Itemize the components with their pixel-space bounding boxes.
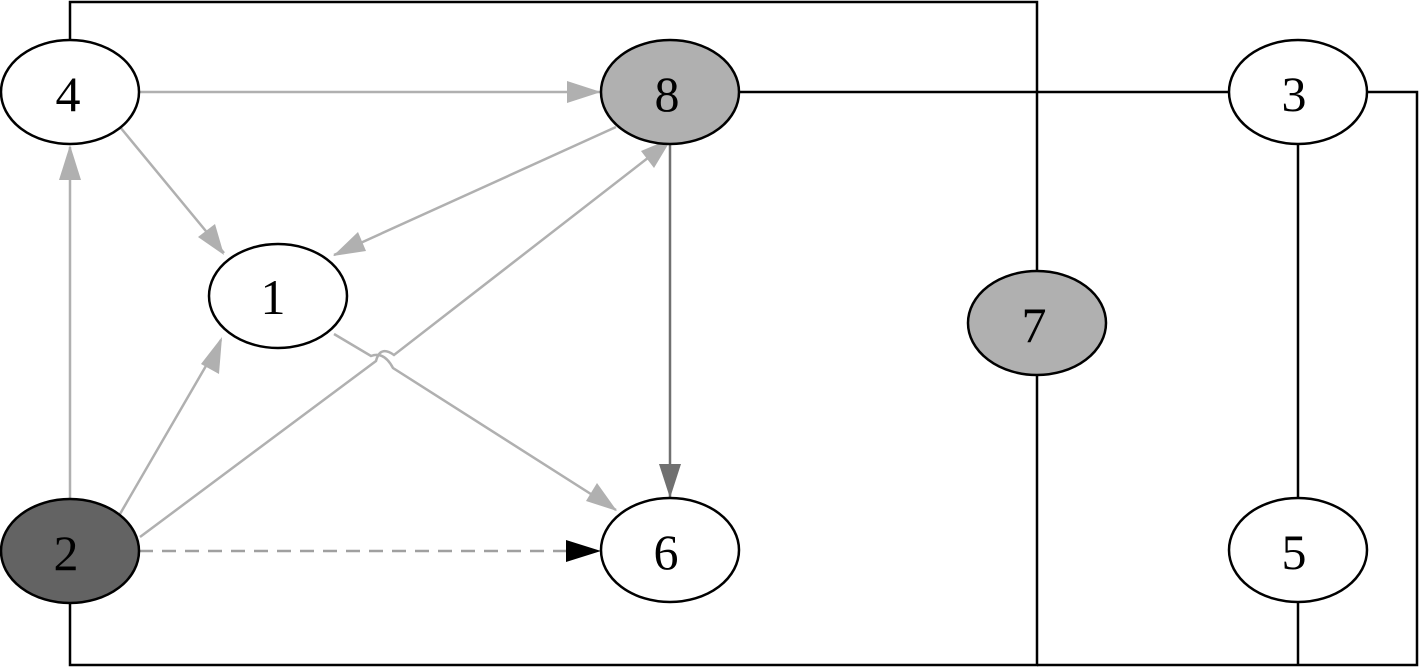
node-2-shape <box>0 497 141 605</box>
node-7-shape <box>966 269 1108 377</box>
node-6-shape <box>599 496 741 604</box>
node-7[interactable]: 7 <box>966 269 1108 377</box>
edge-2-1-arrowhead <box>201 337 222 374</box>
edge-8-1 <box>333 125 617 257</box>
node-8-shape <box>599 38 741 146</box>
node-3-label: 3 <box>1282 66 1307 122</box>
edge-3-2 <box>1037 90 1419 667</box>
edge-1-6 <box>333 332 617 512</box>
edge-2-4-arrowhead <box>59 145 81 180</box>
edge-8-1-arrowhead <box>333 232 366 256</box>
node-3-shape <box>1227 38 1369 146</box>
edge-8-6-arrowhead <box>659 464 681 498</box>
node-1[interactable]: 1 <box>207 242 349 350</box>
node-2-label: 2 <box>54 525 79 581</box>
nodes: 4 8 3 1 7 2 6 5 <box>0 38 1369 605</box>
node-5-label: 5 <box>1282 524 1307 580</box>
edge-2-8-arrowhead <box>641 138 672 168</box>
node-1-label: 1 <box>261 269 286 325</box>
edge-4-8-arrowhead <box>567 81 601 103</box>
node-4-label: 4 <box>56 66 81 122</box>
node-3[interactable]: 3 <box>1227 38 1369 146</box>
node-6[interactable]: 6 <box>599 496 741 604</box>
node-7-label: 7 <box>1022 297 1047 353</box>
node-1-shape <box>207 242 349 350</box>
edge-2-6-arrowhead <box>566 540 601 562</box>
directed-edges <box>59 81 681 562</box>
edge-4-1-arrowhead <box>198 224 224 255</box>
edge-4-7 <box>68 0 1039 271</box>
edge-2-7 <box>68 375 1039 667</box>
edge-2-1 <box>118 339 223 515</box>
edge-2-8 <box>139 139 672 539</box>
node-6-label: 6 <box>654 524 679 580</box>
node-8[interactable]: 8 <box>599 38 741 146</box>
node-4[interactable]: 4 <box>0 38 141 146</box>
node-8-label: 8 <box>655 66 680 122</box>
node-2[interactable]: 2 <box>0 497 141 605</box>
node-4-shape <box>0 38 141 146</box>
node-5-shape <box>1227 496 1369 604</box>
edge-1-6-arrowhead <box>586 483 617 511</box>
connector-lines <box>68 0 1419 667</box>
node-5[interactable]: 5 <box>1227 496 1369 604</box>
